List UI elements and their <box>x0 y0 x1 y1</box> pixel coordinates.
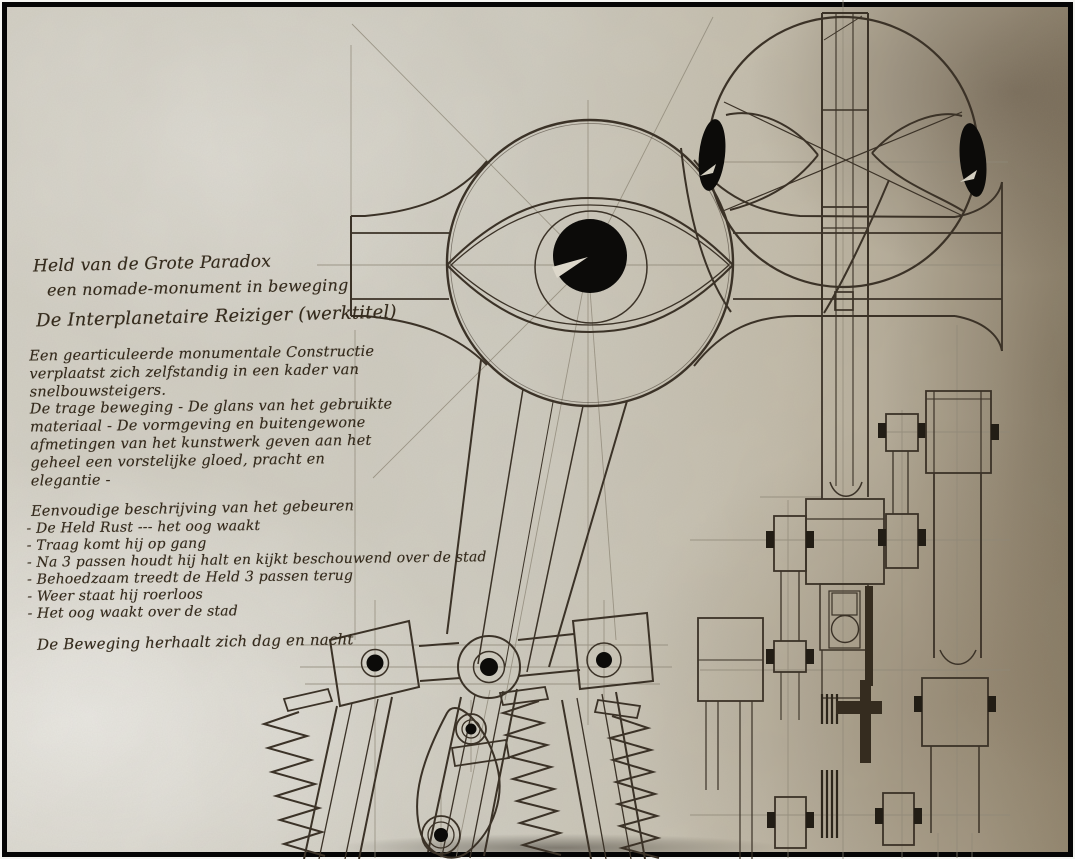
center-hip-pivot <box>480 658 498 676</box>
pupil <box>553 219 627 293</box>
connector-nub <box>878 423 886 438</box>
connector-nub <box>988 696 996 712</box>
connector-nub <box>767 812 775 828</box>
center-hip-boss <box>457 635 521 699</box>
connector-nub <box>878 529 886 546</box>
sphere-cross-line <box>723 101 962 216</box>
connector-nub <box>806 531 814 548</box>
head-circle-inner <box>450 123 730 403</box>
grille-lower <box>820 770 839 838</box>
sphere-right-pupil-highlight <box>960 170 977 182</box>
dark-post <box>860 680 871 763</box>
lower-pulley <box>421 815 461 855</box>
neck-column <box>446 359 628 673</box>
pulley-crossbar <box>450 738 511 768</box>
upper-eyelid-inner <box>450 204 730 266</box>
right-leg <box>561 699 592 859</box>
sphere-left-eye-lower <box>729 154 819 211</box>
connector-nub <box>914 696 922 712</box>
upper-pulley <box>455 713 487 745</box>
lower-eyelid-inner <box>450 264 730 326</box>
connector-nub <box>918 423 926 438</box>
left-hip-plate <box>328 619 421 708</box>
connector-nub <box>766 649 774 664</box>
connector-nub <box>918 529 926 546</box>
left-hip-pivot <box>366 654 384 672</box>
right-hip-plate <box>571 611 655 691</box>
lower-eyelid <box>446 264 734 334</box>
description-paragraph: Een gearticuleerde monumentale Construct… <box>29 343 394 490</box>
right-spring-cap <box>593 698 642 720</box>
sphere-left-eye-upper <box>725 112 819 156</box>
pupil-highlight-wedge <box>552 257 588 278</box>
sphere-right-eye-upper <box>871 113 963 154</box>
piston-eye-circle <box>830 614 860 644</box>
iris-circle <box>534 210 648 324</box>
connector-nub <box>766 531 774 548</box>
head-circle <box>445 118 735 408</box>
right-spring-zigzag <box>606 715 662 859</box>
paper-grain-texture <box>7 7 1068 852</box>
sphere-right-eye-lower <box>871 152 964 212</box>
middle-spring-cap <box>498 686 550 706</box>
dark-strip <box>865 586 873 686</box>
connector-nub <box>914 808 922 824</box>
drive-belt <box>416 707 501 859</box>
left-arm <box>350 160 488 366</box>
column-collar-box <box>834 291 854 311</box>
sphere-flare-left <box>680 147 732 313</box>
connector-nub <box>806 649 814 664</box>
hip-joint-assembly <box>328 611 655 708</box>
middle-spring-zigzag <box>499 700 564 856</box>
connector-nub <box>806 812 814 828</box>
upper-eyelid <box>446 196 734 266</box>
leg-mechanism <box>260 686 662 859</box>
grille-upper <box>820 694 839 724</box>
column-u-bottom <box>829 481 863 497</box>
left-leg <box>303 705 338 859</box>
dark-crossbar <box>836 701 882 714</box>
left-spring-zigzag <box>260 711 326 857</box>
connector-nub <box>991 424 999 440</box>
connector-nub <box>875 808 883 824</box>
events-list: - De Held Rust --- het oog waakt - Traag… <box>26 515 487 623</box>
sphere-head-view <box>680 12 987 313</box>
scaffold-machine-view <box>697 310 999 859</box>
center-leg <box>427 696 462 853</box>
left-spring-cap <box>282 687 334 713</box>
sphere-left-pupil-highlight <box>700 164 716 176</box>
main-figure-head <box>445 118 735 408</box>
right-hip-pivot <box>596 652 612 668</box>
